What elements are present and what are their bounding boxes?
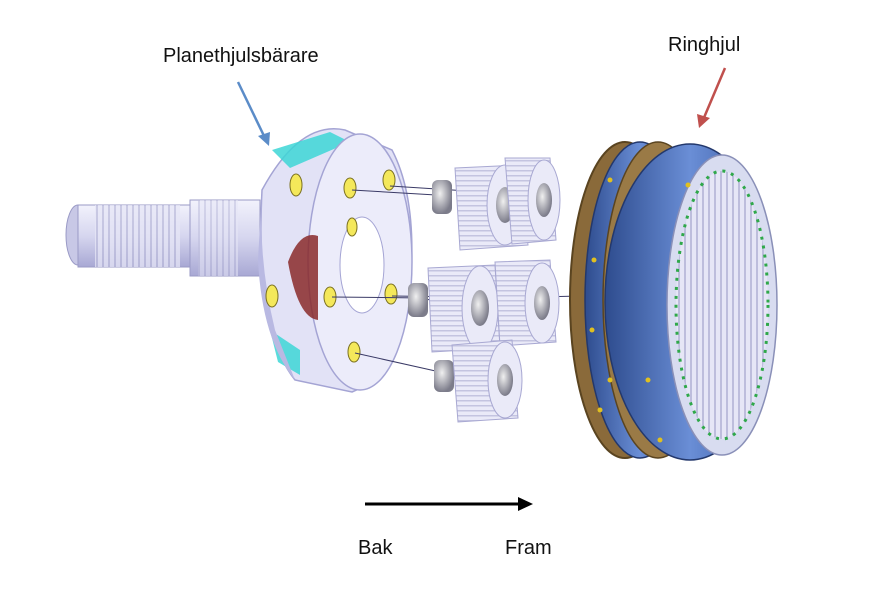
planet-carrier-label: Planethjulsbärare — [163, 45, 319, 67]
arrow-pointer-icon — [236, 81, 267, 139]
ring-gear — [569, 141, 778, 461]
carrier-holes — [265, 169, 398, 363]
arrow-pointer-icon — [701, 67, 727, 121]
ring-pointer — [697, 67, 727, 128]
planet-gear-4 — [494, 259, 560, 347]
front-direction-label: Fram — [505, 537, 552, 559]
planet-carrier — [258, 128, 413, 393]
ring-gear-label: Ringhjul — [668, 34, 741, 56]
planet-gear-3 — [408, 264, 501, 353]
planet-gear-2 — [504, 157, 561, 245]
back-direction-label: Bak — [358, 537, 393, 559]
direction-arrow — [365, 497, 533, 511]
planet-gear-5 — [434, 339, 523, 423]
output-shaft — [65, 199, 261, 277]
carrier-pointer — [236, 81, 270, 146]
ring-dots — [589, 177, 691, 443]
